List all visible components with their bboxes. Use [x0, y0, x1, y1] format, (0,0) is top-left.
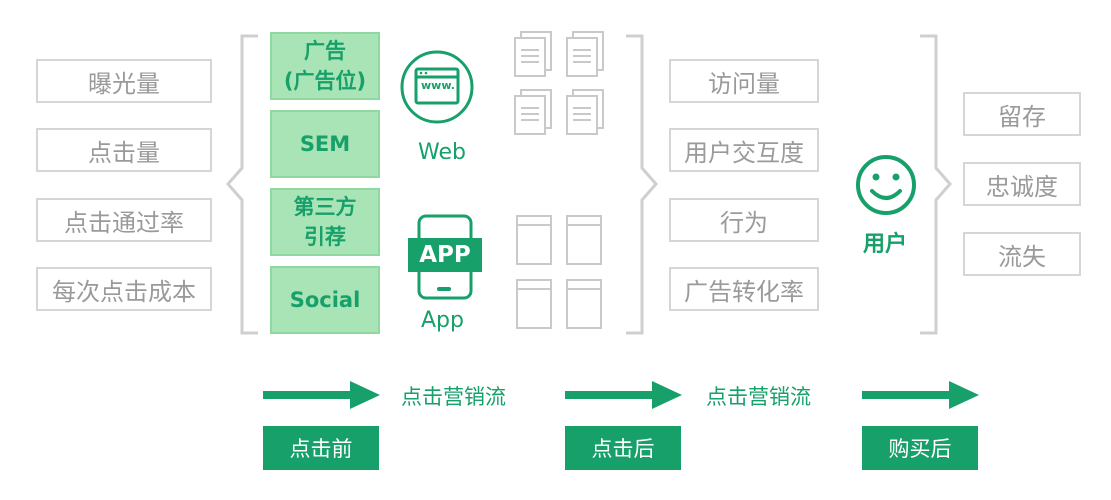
metric-churn: 流失 [963, 232, 1081, 276]
flow-arrow-1 [263, 381, 380, 409]
channel-referral: 第三方 引荐 [270, 188, 380, 256]
metric-behavior: 行为 [669, 198, 819, 242]
metric-retention: 留存 [963, 92, 1081, 136]
channel-ads: 广告 (广告位) [270, 32, 380, 100]
left-brace [226, 34, 258, 335]
metric-clicks: 点击量 [36, 128, 212, 172]
web-badge: www. [421, 79, 455, 92]
channel-referral-line2: 引荐 [304, 225, 346, 249]
flow-arrow-2 [565, 381, 682, 409]
web-pages-icon [514, 31, 604, 135]
channel-ads-line1: 广告 [304, 39, 346, 63]
stage-pre-click: 点击前 [263, 426, 379, 470]
channel-referral-line1: 第三方 [293, 195, 357, 219]
channel-social: Social [270, 266, 380, 334]
channel-sem: SEM [270, 110, 380, 178]
channel-social-label: Social [289, 288, 361, 312]
metric-conversion: 广告转化率 [669, 267, 819, 311]
metric-ctr: 点击通过率 [36, 198, 212, 242]
user-label: 用户 [863, 232, 908, 257]
app-screens-icon [516, 215, 602, 329]
app-label: App [421, 308, 464, 333]
flow-label-2: 点击营销流 [706, 385, 811, 409]
metric-impressions: 曝光量 [36, 59, 212, 103]
flow-label-1: 点击营销流 [401, 385, 506, 409]
web-browser-icon [400, 50, 474, 124]
app-phone-icon [408, 214, 482, 300]
stage-post-purchase: 购买后 [862, 426, 978, 470]
metric-loyalty: 忠诚度 [963, 162, 1081, 206]
right-brace [920, 34, 952, 335]
channel-ads-line2: (广告位) [283, 69, 367, 93]
web-label: Web [418, 140, 466, 165]
stage-post-click: 点击后 [565, 426, 681, 470]
metric-visits: 访问量 [669, 59, 819, 103]
channel-sem-label: SEM [299, 132, 351, 156]
smiley-user-icon [856, 155, 916, 215]
metric-engagement: 用户交互度 [669, 128, 819, 172]
middle-brace [626, 34, 658, 335]
flow-arrow-3 [862, 381, 979, 409]
app-badge: APP [419, 242, 471, 268]
metric-cpc: 每次点击成本 [36, 267, 212, 311]
